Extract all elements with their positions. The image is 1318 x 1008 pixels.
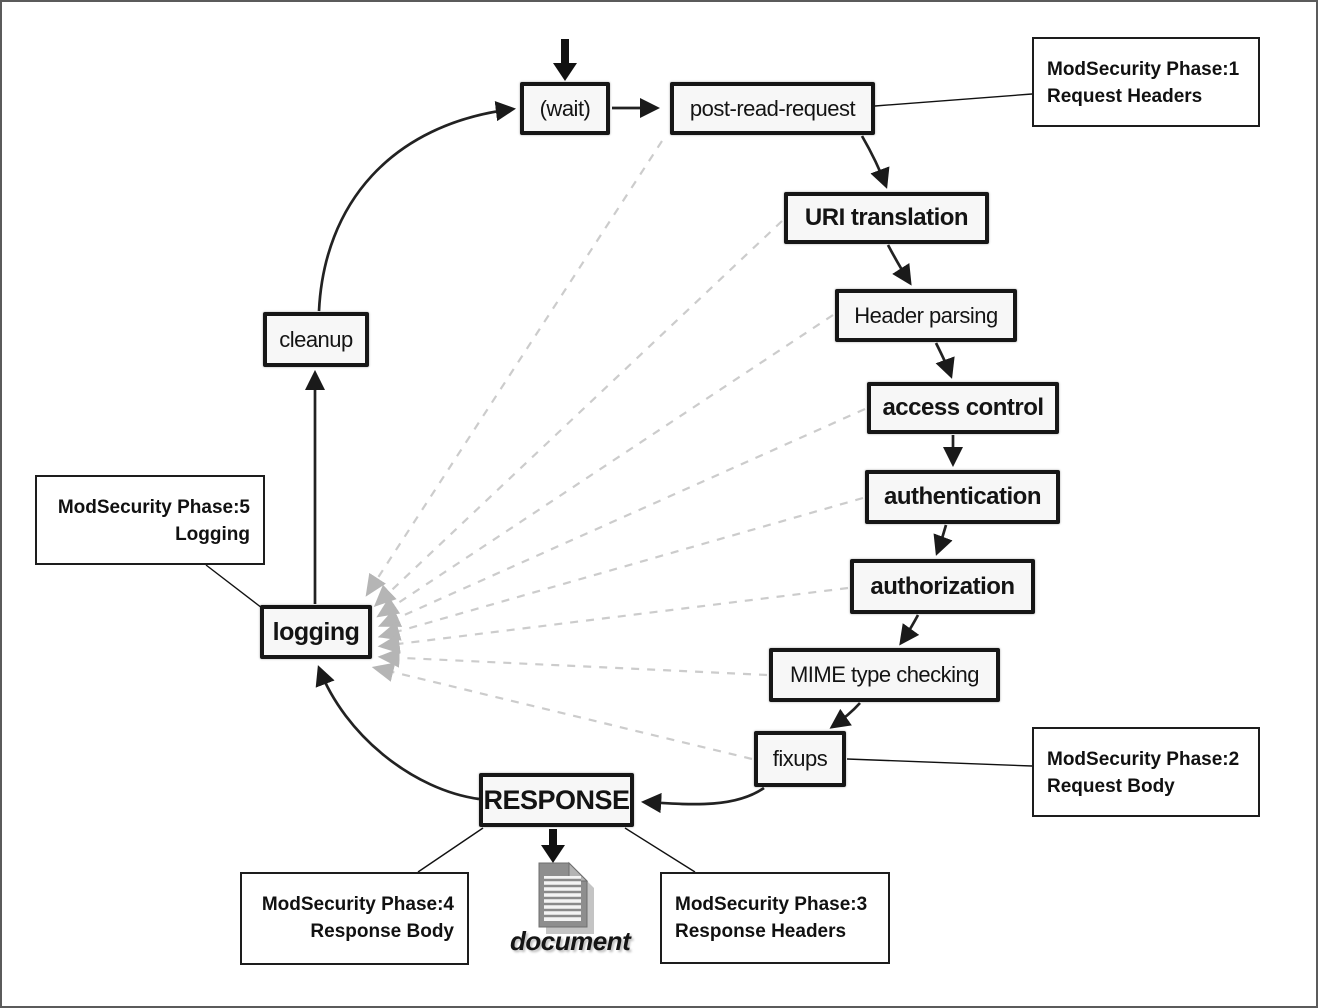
annotation-title: ModSecurity Phase:1 (1047, 59, 1240, 80)
node-cleanup: cleanup (263, 312, 369, 367)
dashed-arrow-uri-to-logging (373, 220, 783, 608)
flow-header-to-access (934, 342, 955, 379)
flow-uri-to-header (886, 244, 912, 286)
node-wait: (wait) (520, 82, 610, 135)
logging-fan (365, 140, 866, 761)
flow-mime-to-fixups (829, 702, 862, 729)
annotation-modsecurity-phase5: ModSecurity Phase:5 Logging (35, 475, 265, 565)
annotation-subtitle: Logging (175, 524, 250, 545)
callout-line-phase4 (417, 827, 484, 873)
callout-line-phase5 (205, 564, 263, 609)
annotation-subtitle: Request Headers (1047, 86, 1203, 107)
callout-line-phase2 (846, 758, 1033, 767)
annotation-title: ModSecurity Phase:5 (57, 497, 250, 518)
response-to-document-arrow (541, 829, 565, 863)
node-access-control: access control (867, 382, 1059, 434)
document-icon (538, 861, 594, 934)
flow-post-read-to-uri (860, 135, 890, 189)
dashed-arrow-header-to-logging (376, 314, 834, 618)
flow-authz-to-mime (899, 614, 920, 646)
node-authentication: authentication (865, 470, 1060, 524)
annotation-modsecurity-phase3: ModSecurity Phase:3 Response Headers (660, 872, 890, 964)
dashed-arrow-authn-to-logging (377, 496, 864, 641)
node-fixups: fixups (754, 731, 846, 787)
annotation-subtitle: Response Body (310, 921, 454, 942)
dashed-arrow-post-read-to-logging (365, 140, 663, 597)
annotation-title: ModSecurity Phase:3 (675, 894, 868, 915)
flow-arrows (304, 97, 964, 814)
callout-line-phase1 (874, 93, 1033, 107)
annotation-modsecurity-phase2: ModSecurity Phase:2 Request Body (1032, 727, 1260, 817)
document-label: document (510, 926, 631, 956)
dashed-arrow-authz-to-logging (377, 586, 849, 654)
callout-line-phase3 (624, 827, 696, 873)
flow-fixups-to-response (640, 786, 765, 814)
callout-lines (205, 93, 1033, 873)
flow-response-to-logging (315, 665, 480, 801)
entry-arrow (553, 39, 577, 81)
annotation-title: ModSecurity Phase:4 (261, 894, 454, 915)
dashed-arrow-mime-to-logging (377, 647, 768, 677)
annotation-modsecurity-phase1: ModSecurity Phase:1 Request Headers (1032, 37, 1260, 127)
dashed-arrow-access-to-logging (377, 407, 866, 627)
annotation-modsecurity-phase4: ModSecurity Phase:4 Response Body (240, 872, 469, 965)
flow-cleanup-to-wait (317, 101, 517, 312)
node-authorization: authorization (850, 559, 1035, 614)
document-output: document (510, 860, 631, 960)
dashed-arrow-fixups-to-logging (371, 662, 753, 761)
node-uri-translation: URI translation (784, 192, 989, 244)
node-header-parsing: Header parsing (835, 289, 1017, 342)
node-mime-type-checking: MIME type checking (769, 648, 1000, 702)
annotation-subtitle: Request Body (1047, 776, 1175, 797)
node-logging: logging (260, 605, 372, 659)
node-response: RESPONSE (479, 773, 634, 827)
annotation-subtitle: Response Headers (675, 921, 847, 942)
annotation-title: ModSecurity Phase:2 (1047, 749, 1240, 770)
node-post-read-request: post-read-request (670, 82, 875, 135)
flow-authn-to-authz (933, 524, 953, 556)
